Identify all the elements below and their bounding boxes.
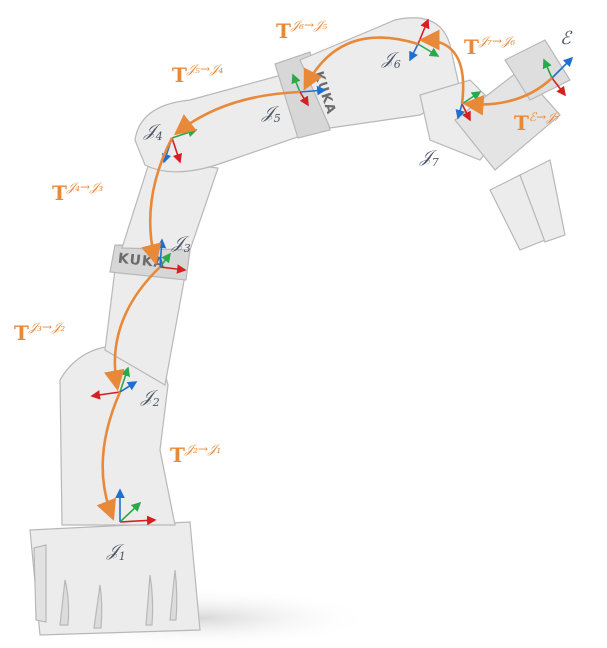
label-t32: T𝒥₃→𝒥₂ [14,320,65,345]
label-t54: T𝒥₅→𝒥₄ [172,62,223,87]
label-t65: T𝒥₆→𝒥₅ [276,18,327,43]
label-t76: T𝒥₇→𝒥₆ [464,34,515,59]
label-t21: T𝒥₂→𝒥₁ [170,442,221,467]
label-j7: 𝒥7 [419,147,439,169]
label-ee: ℰ [560,28,573,49]
label-t43: T𝒥₄→𝒥₃ [52,180,103,205]
link-3 [122,160,218,250]
